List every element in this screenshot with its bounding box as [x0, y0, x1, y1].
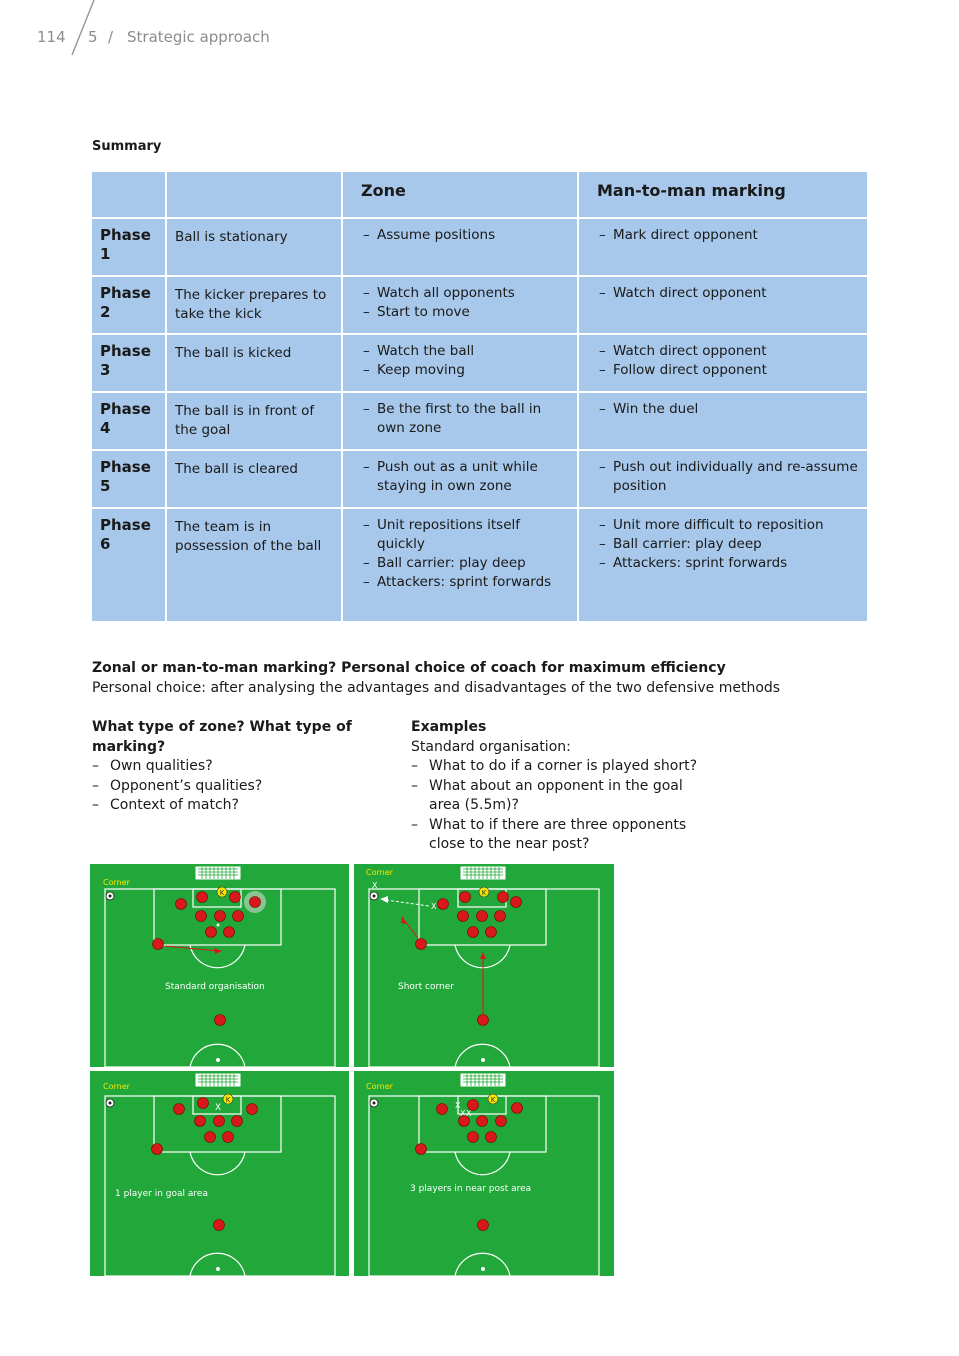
chapter-title: Strategic approach: [127, 28, 270, 46]
diagram-short-corner: Corner X X K Short corner: [354, 864, 614, 1068]
situation-cell: The kicker prepares to take the kick: [165, 275, 343, 335]
list-item: Push out as a unit while staying in own …: [361, 458, 569, 496]
header-cell-blank-1: [90, 170, 167, 219]
list-item: Watch all opponents: [361, 284, 569, 303]
marker-x: X: [431, 902, 437, 911]
goalkeeper-mark: K: [491, 1096, 496, 1104]
phase-label: Phase 6: [90, 507, 167, 623]
zone-cell: Push out as a unit while staying in own …: [341, 449, 579, 509]
zonal-subtitle: Personal choice: after analysing the adv…: [92, 680, 781, 696]
list-item: Follow direct opponent: [597, 361, 859, 380]
man-to-man-cell: Watch direct opponentFollow direct oppon…: [577, 333, 869, 393]
list-item: Mark direct opponent: [597, 226, 859, 245]
page-header: 114 5 / Strategic approach: [0, 0, 400, 60]
list-item: Win the duel: [597, 400, 859, 419]
goalkeeper-mark: K: [482, 889, 487, 897]
diagram-caption: Short corner: [398, 982, 454, 992]
phase-label: Phase 3: [90, 333, 167, 393]
man-to-man-cell: Win the duel: [577, 391, 869, 451]
phase-label: Phase 1: [90, 217, 167, 277]
zone-cell: Watch all opponentsStart to move: [341, 275, 579, 335]
diagram-1-player-goal-area: Corner X K 1 player in goal area: [90, 1071, 349, 1276]
man-to-man-cell: Watch direct opponent: [577, 275, 869, 335]
list-item: What to do if a corner is played short?: [411, 757, 711, 777]
list-item: Keep moving: [361, 361, 569, 380]
list-item: Be the first to the ball in own zone: [361, 400, 569, 438]
corner-label: Corner: [366, 1082, 394, 1091]
man-to-man-cell: Mark direct opponent: [577, 217, 869, 277]
zone-cell: Be the first to the ball in own zone: [341, 391, 579, 451]
corner-diagrams: Corner K Standard organisation Corner X: [90, 864, 614, 1276]
man-to-man-cell: Push out individually and re-assume posi…: [577, 449, 869, 509]
goalkeeper-mark: K: [220, 889, 225, 897]
phase-label: Phase 2: [90, 275, 167, 335]
list-item: Context of match?: [92, 796, 402, 816]
chapter-separator: /: [108, 28, 114, 46]
header-slash-decoration: [71, 0, 95, 56]
list-item: Unit more difficult to reposition: [597, 516, 859, 535]
marker-x: X: [372, 881, 378, 890]
list-item: Ball carrier: play deep: [597, 535, 859, 554]
zone-cell: Unit repositions itself quicklyBall carr…: [341, 507, 579, 623]
phase-label: Phase 4: [90, 391, 167, 451]
marker-x: X: [455, 1101, 461, 1110]
examples-intro: Standard organisation:: [411, 738, 571, 755]
zone-type-questions: What type of zone? What type of marking?…: [92, 718, 402, 816]
diagram-caption: Standard organisation: [165, 982, 265, 992]
list-item: Attackers: sprint forwards: [597, 554, 859, 573]
list-item: Unit repositions itself quickly: [361, 516, 569, 554]
page-number: 114: [37, 28, 66, 46]
zone-cell: Watch the ballKeep moving: [341, 333, 579, 393]
situation-cell: The ball is kicked: [165, 333, 343, 393]
zone-cell: Assume positions: [341, 217, 579, 277]
diagram-standard-organisation: Corner K Standard organisation: [90, 864, 349, 1068]
list-item: Assume positions: [361, 226, 569, 245]
right-heading: Examples: [411, 719, 487, 735]
marker-x: X: [466, 1109, 472, 1118]
summary-heading: Summary: [92, 139, 162, 154]
header-cell-man-to-man: Man-to-man marking: [577, 170, 869, 219]
list-item: What about an opponent in the goal area …: [411, 777, 704, 816]
list-item: Attackers: sprint forwards: [361, 573, 569, 592]
examples-list: Examples Standard organisation: What to …: [411, 718, 711, 855]
corner-label: Corner: [366, 868, 394, 877]
man-to-man-cell: Unit more difficult to repositionBall ca…: [577, 507, 869, 623]
table-header-row: Zone Man-to-man marking: [90, 170, 869, 219]
header-cell-zone: Zone: [341, 170, 579, 219]
marker-x: X: [215, 1103, 221, 1113]
marker-x: X: [460, 1109, 466, 1118]
situation-cell: Ball is stationary: [165, 217, 343, 277]
phase-label: Phase 5: [90, 449, 167, 509]
list-item: Watch direct opponent: [597, 284, 859, 303]
left-heading: What type of zone? What type of marking?: [92, 719, 352, 755]
list-item: Watch direct opponent: [597, 342, 859, 361]
list-item: What to if there are three opponents clo…: [411, 816, 709, 855]
goalkeeper-mark: K: [226, 1096, 231, 1104]
corner-label: Corner: [103, 878, 131, 887]
diagram-caption: 1 player in goal area: [115, 1189, 208, 1199]
list-item: Start to move: [361, 303, 569, 322]
diagram-3-players-near-post: Corner X X X K 3 players in near post ar…: [354, 1071, 614, 1276]
header-cell-blank-2: [165, 170, 343, 219]
list-item: Push out individually and re-assume posi…: [597, 458, 859, 496]
list-item: Opponent’s qualities?: [92, 777, 402, 797]
diagram-caption: 3 players in near post area: [410, 1184, 531, 1194]
situation-cell: The ball is cleared: [165, 449, 343, 509]
corner-label: Corner: [103, 1082, 131, 1091]
list-item: Watch the ball: [361, 342, 569, 361]
chapter-number: 5: [88, 28, 98, 46]
situation-cell: The team is in possession of the ball: [165, 507, 343, 623]
list-item: Ball carrier: play deep: [361, 554, 569, 573]
situation-cell: The ball is in front of the goal: [165, 391, 343, 451]
list-item: Own qualities?: [92, 757, 402, 777]
zonal-title: Zonal or man-to-man marking? Personal ch…: [92, 660, 726, 676]
